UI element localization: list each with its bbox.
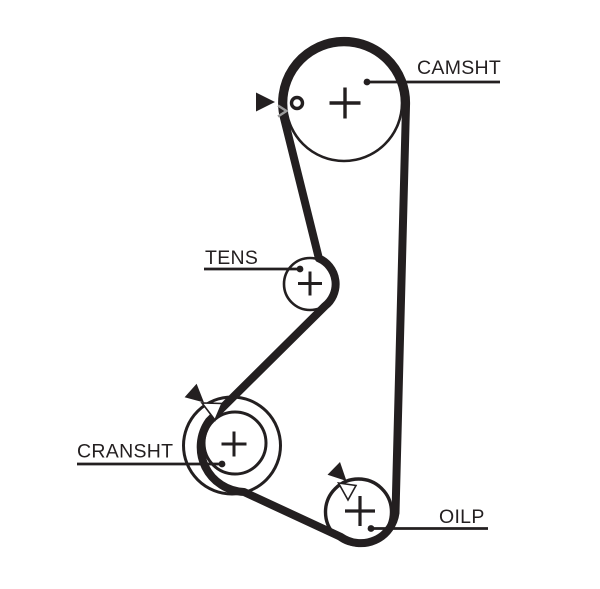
camsht-leader-dot — [363, 78, 371, 86]
camsht-callout: CAMSHT — [363, 57, 501, 86]
oilp-leader-dot — [367, 525, 375, 532]
oilp-callout: OILP — [367, 506, 488, 532]
cransht-callout: CRANSHT — [77, 441, 226, 468]
camshaft-center-cross-icon — [329, 87, 361, 119]
tens-label: TENS — [205, 247, 258, 269]
camshaft-arrow-icon — [256, 92, 275, 112]
camsht-label: CAMSHT — [417, 57, 501, 79]
oil-pump-center-cross-icon — [345, 496, 375, 526]
oil-pump-arrow-icon — [327, 462, 347, 481]
crankshaft-arrow-icon — [184, 383, 204, 403]
pulleys — [182, 43, 404, 547]
tens-leader-dot — [296, 265, 304, 273]
crankshaft-center-cross-icon — [221, 431, 247, 457]
camshaft-alignment-hole-icon — [289, 95, 305, 111]
tensioner-center-cross-icon — [298, 271, 322, 296]
camshaft-belt-tick-icon — [277, 104, 289, 118]
oilp-label: OILP — [439, 506, 485, 528]
oil-pump-timing-notch-icon — [337, 481, 358, 502]
cransht-leader-dot — [218, 460, 226, 468]
tens-callout: TENS — [204, 247, 304, 273]
timing-belt — [196, 36, 411, 548]
cransht-label: CRANSHT — [77, 441, 173, 463]
crankshaft-timing-notch-icon — [200, 402, 224, 422]
